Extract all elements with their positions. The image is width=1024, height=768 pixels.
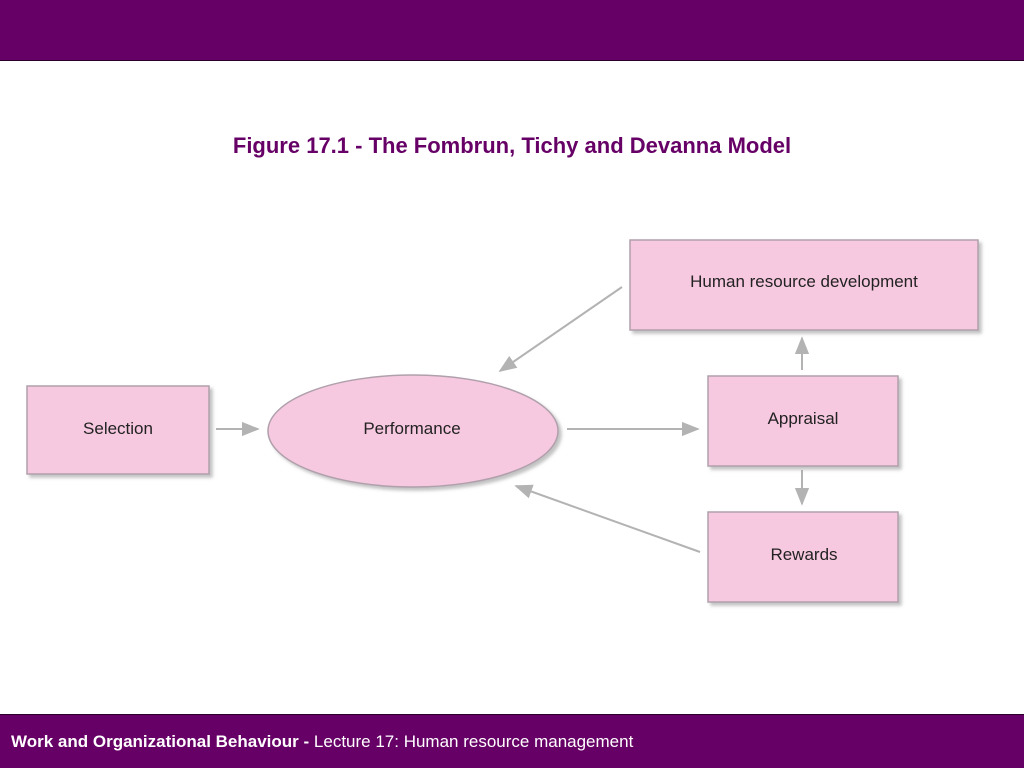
node-performance: Performance — [267, 374, 559, 488]
node-appraisal-label: Appraisal — [768, 409, 839, 428]
node-hrd-label: Human resource development — [690, 272, 918, 291]
footer-course-title: Work and Organizational Behaviour - — [11, 732, 314, 751]
footer-lecture-title: Lecture 17: Human resource management — [313, 732, 634, 751]
footer-banner — [0, 714, 1024, 768]
node-rewards: Rewards — [707, 511, 899, 603]
node-appraisal: Appraisal — [707, 375, 899, 467]
figure-title: Figure 17.1 - The Fombrun, Tichy and Dev… — [232, 133, 792, 158]
footer-text: Work and Organizational Behaviour - Lect… — [11, 732, 633, 752]
node-rewards-label: Rewards — [770, 545, 837, 564]
node-human-resource-development: Human resource development — [629, 239, 979, 331]
node-selection: Selection — [26, 385, 210, 475]
node-performance-label: Performance — [363, 419, 460, 438]
header-banner — [0, 0, 1024, 61]
arrow-rewards-to-performance — [514, 484, 701, 553]
arrow-hrd-to-performance — [498, 286, 623, 373]
node-selection-label: Selection — [83, 419, 153, 438]
